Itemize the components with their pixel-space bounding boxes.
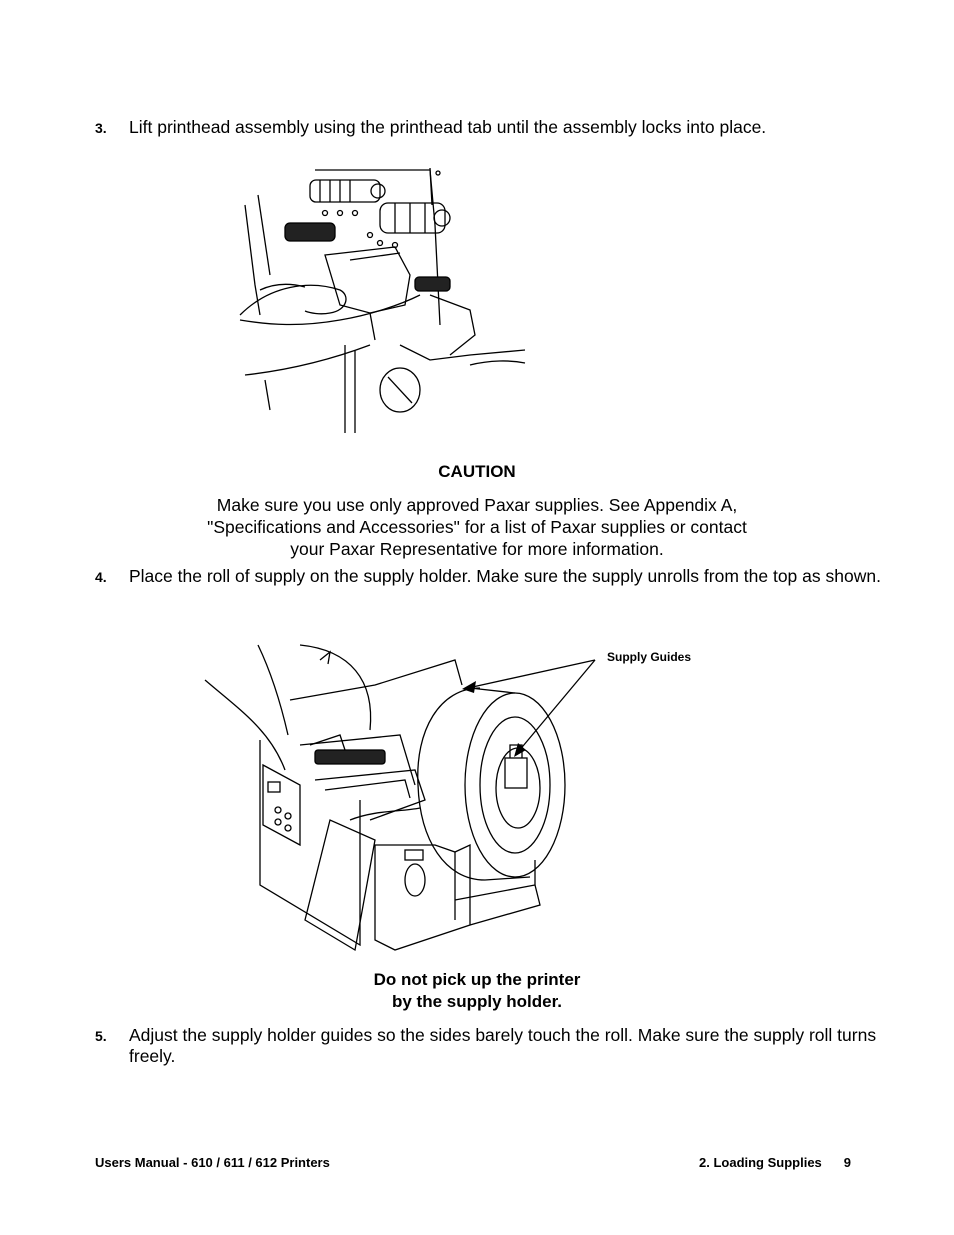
warning-line: Do not pick up the printer: [373, 970, 581, 989]
footer-section: 2. Loading Supplies 9: [699, 1155, 851, 1170]
caution-line: Make sure you use only approved Paxar su…: [216, 495, 738, 515]
footer-section-title: 2. Loading Supplies: [699, 1155, 822, 1170]
supply-holder-illustration: [204, 644, 596, 952]
caution-text: Make sure you use only approved Paxar su…: [0, 494, 954, 560]
caution-line: "Specifications and Accessories" for a l…: [207, 517, 747, 537]
supply-guides-callout: Supply Guides: [607, 650, 692, 664]
printhead-lift-illustration: [239, 167, 526, 433]
step-5: 5. Adjust the supply holder guides so th…: [95, 1025, 885, 1067]
step-3: 3. Lift printhead assembly using the pri…: [95, 117, 885, 138]
step-text: Place the roll of supply on the supply h…: [129, 566, 881, 586]
warning-line: by the supply holder.: [391, 992, 563, 1011]
step-4: 4. Place the roll of supply on the suppl…: [95, 566, 885, 587]
step-text: Adjust the supply holder guides so the s…: [129, 1025, 877, 1066]
step-number: 4.: [95, 569, 107, 585]
caution-line: your Paxar Representative for more infor…: [290, 539, 664, 559]
step-text: Lift printhead assembly using the printh…: [129, 117, 767, 137]
step-number: 3.: [95, 120, 107, 136]
warning-note: Do not pick up the printer by the supply…: [0, 969, 954, 1013]
footer-manual-title: Users Manual - 610 / 611 / 612 Printers: [95, 1155, 330, 1170]
page-number: 9: [843, 1155, 852, 1170]
caution-title: CAUTION: [438, 462, 516, 481]
step-number: 5.: [95, 1028, 107, 1044]
